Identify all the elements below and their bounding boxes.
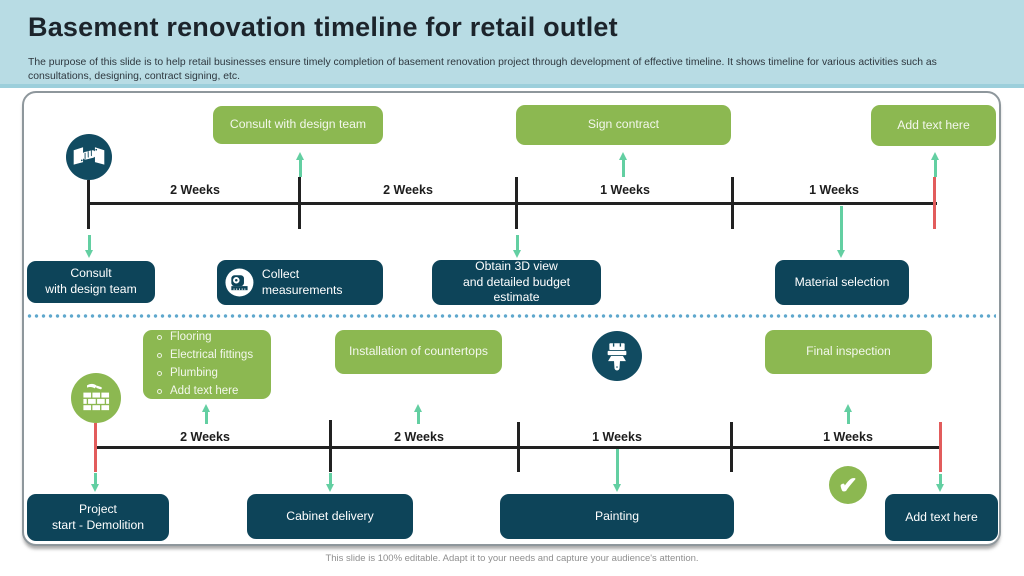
checklist-item: Add text here bbox=[157, 384, 238, 399]
task-collect-measurements: Collect measurements bbox=[217, 260, 383, 305]
timeline-end-marker bbox=[939, 422, 942, 472]
down-arrow bbox=[616, 449, 619, 485]
down-arrow bbox=[94, 473, 97, 485]
timeline-end-marker bbox=[933, 177, 936, 229]
tape-measure-icon bbox=[225, 268, 254, 297]
timeline-tick bbox=[517, 422, 520, 472]
page-title: Basement renovation timeline for retail … bbox=[28, 12, 618, 42]
interval-label: 2 Weeks bbox=[383, 183, 433, 197]
checklist-label: Flooring bbox=[170, 331, 212, 344]
timeline-start-marker bbox=[94, 423, 97, 472]
milestone-add-text: Add text here bbox=[871, 105, 996, 146]
checklist-label: Electrical fittings bbox=[170, 349, 254, 362]
checklist-item: Flooring bbox=[157, 330, 212, 345]
up-arrow bbox=[205, 411, 208, 424]
interval-label: 2 Weeks bbox=[394, 430, 444, 444]
task-obtain-3d-view: Obtain 3D view and detailed budget estim… bbox=[432, 259, 601, 305]
header-band bbox=[0, 0, 1024, 84]
task-project-start-demolition: Project start - Demolition bbox=[27, 494, 169, 541]
timeline-tick bbox=[730, 422, 733, 472]
interval-label: 1 Weeks bbox=[809, 183, 859, 197]
milestone-installation-countertops: Installation of countertops bbox=[335, 330, 502, 374]
paint-brush-icon-svg bbox=[607, 343, 627, 371]
task-consult-design-team: Consult with design team bbox=[27, 261, 155, 303]
task-add-text: Add text here bbox=[885, 494, 998, 541]
down-arrow bbox=[840, 206, 843, 251]
bullet-icon bbox=[157, 388, 162, 394]
timeline-tick bbox=[515, 177, 518, 229]
paint-brush-icon bbox=[592, 331, 642, 381]
interval-label: 2 Weeks bbox=[180, 430, 230, 444]
bullet-icon bbox=[157, 335, 162, 341]
task-painting: Painting bbox=[500, 494, 734, 539]
timeline-tick bbox=[731, 177, 734, 229]
bullet-icon bbox=[157, 353, 162, 359]
timeline-panel: 2 Weeks 2 Weeks 1 Weeks 1 Weeks Consult … bbox=[22, 91, 1001, 546]
check-icon: ✔ bbox=[829, 466, 867, 504]
dotted-divider bbox=[26, 314, 996, 318]
checklist-item: Electrical fittings bbox=[157, 348, 253, 363]
milestone-consult-design-team: Consult with design team bbox=[213, 106, 383, 144]
interval-label: 2 Weeks bbox=[170, 183, 220, 197]
up-arrow bbox=[934, 159, 937, 177]
interval-label: 1 Weeks bbox=[823, 430, 873, 444]
timeline-tick bbox=[329, 420, 332, 472]
bullet-icon bbox=[157, 370, 162, 376]
task-cabinet-delivery: Cabinet delivery bbox=[247, 494, 413, 539]
handshake-icon-svg bbox=[73, 147, 105, 165]
milestone-sign-contract: Sign contract bbox=[516, 105, 731, 145]
up-arrow bbox=[417, 411, 420, 424]
timeline-axis-top bbox=[89, 202, 937, 205]
handshake-icon bbox=[66, 134, 112, 180]
checklist-box: Flooring Electrical fittings Plumbing Ad… bbox=[143, 330, 271, 399]
brick-trowel-icon bbox=[71, 373, 121, 423]
up-arrow bbox=[299, 159, 302, 177]
interval-label: 1 Weeks bbox=[600, 183, 650, 197]
task-label: Collect measurements bbox=[261, 266, 343, 297]
down-arrow bbox=[329, 473, 332, 485]
task-material-selection: Material selection bbox=[775, 260, 909, 305]
down-arrow bbox=[88, 235, 91, 251]
page-subtitle: The purpose of this slide is to help ret… bbox=[28, 57, 937, 82]
up-arrow bbox=[622, 159, 625, 177]
interval-label: 1 Weeks bbox=[592, 430, 642, 444]
check-glyph: ✔ bbox=[838, 471, 858, 498]
down-arrow bbox=[516, 235, 519, 251]
checklist-label: Plumbing bbox=[170, 367, 218, 379]
header-band-edge bbox=[0, 84, 1024, 88]
up-arrow bbox=[847, 411, 850, 424]
footer-note: This slide is 100% editable. Adapt it to… bbox=[325, 553, 699, 564]
milestone-final-inspection: Final inspection bbox=[765, 330, 932, 374]
timeline-tick bbox=[87, 180, 90, 229]
down-arrow bbox=[939, 474, 942, 485]
brick-trowel-icon-svg bbox=[83, 383, 110, 411]
timeline-tick bbox=[298, 177, 301, 229]
checklist-label: Add text here bbox=[170, 384, 239, 397]
checklist-item: Plumbing bbox=[157, 366, 218, 381]
